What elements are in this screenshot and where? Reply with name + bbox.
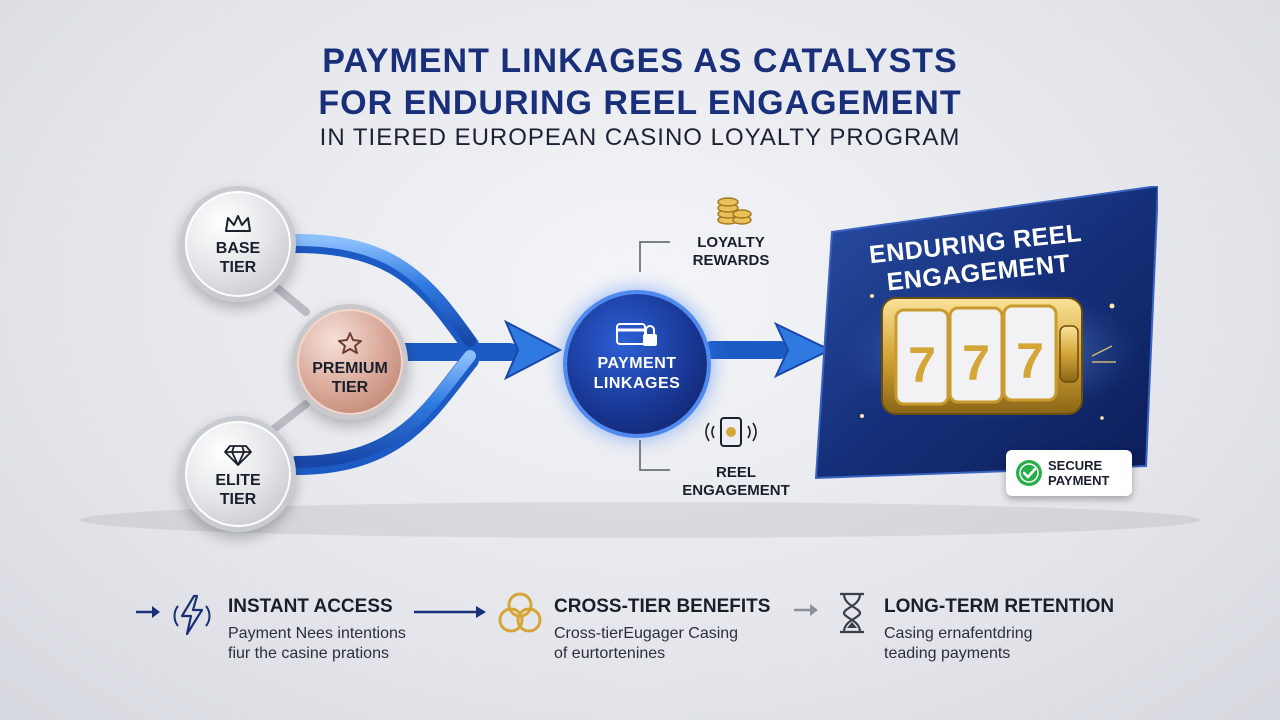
desc-line1: Cross-tierEugager Casing (554, 625, 739, 642)
tier-label-line1: BASE (215, 240, 261, 257)
payment-linkages-hub: PAYMENT LINKAGES (567, 294, 707, 434)
feature-desc-instant-access: Payment Nees intentions fiur the casine … (228, 624, 448, 664)
badge-line1: SECURE (1048, 458, 1103, 473)
desc-line2: fiur the casine prations (228, 645, 389, 662)
feature-desc-long-term-retention: Casing ernafentdring teading payments (884, 624, 1104, 664)
desc-line1: Payment Nees intentions (228, 625, 406, 642)
callout-line1: LOYALTY (697, 234, 765, 251)
reel-symbol: 7 (908, 337, 936, 393)
desc-line2: of eurtortenines (554, 645, 666, 662)
slot-reel-icon (705, 417, 757, 447)
badge-line2: PAYMENT (1048, 473, 1110, 488)
lightning-icon (173, 594, 211, 636)
tier-elite: ELITE TIER (180, 416, 296, 532)
check-badge-icon (1016, 460, 1042, 486)
tier-label-line2: TIER (219, 259, 257, 276)
slot-machine-reels (860, 294, 1116, 420)
feature-title-long-term-retention: LONG-TERM RETENTION (884, 596, 1115, 617)
card-lock-icon (616, 323, 657, 346)
desc-line2: teading payments (884, 645, 1011, 662)
secure-payment-badge: SECURE PAYMENT (1006, 450, 1132, 496)
arrow-head-to-hub (503, 319, 563, 381)
hourglass-icon (840, 592, 864, 634)
tier-premium: PREMIUM TIER (292, 304, 408, 420)
tier-label-line2: TIER (219, 491, 257, 508)
tier-label-line1: ELITE (215, 472, 261, 489)
tier-label-line1: PREMIUM (312, 360, 388, 377)
tier-base: BASE TIER (180, 186, 296, 302)
reel-symbol: 7 (1016, 333, 1044, 389)
linked-rings-icon (498, 592, 542, 633)
callout-line1: REEL (715, 464, 756, 481)
callout-loyalty-rewards: LOYALTY REWARDS (676, 234, 786, 270)
callout-line2: REWARDS (692, 252, 770, 269)
callout-brackets (639, 241, 670, 471)
subtitle: IN TIERED EUROPEAN CASINO LOYALTY PROGRA… (319, 124, 961, 151)
desc-line1: Casing ernafentdring (884, 625, 1033, 642)
title-line-2: FOR ENDURING REEL ENGAGEMENT (318, 84, 962, 122)
callout-reel-engagement: REEL ENGAGEMENT (664, 464, 808, 500)
hub-label-line2: LINKAGES (593, 375, 681, 392)
coins-icon (717, 197, 752, 225)
reel-symbol: 7 (962, 335, 990, 391)
tier-label-line2: TIER (331, 379, 369, 396)
feature-title-cross-tier-benefits: CROSS-TIER BENEFITS (554, 596, 771, 617)
floor-shadows (80, 502, 1200, 538)
crown-icon (225, 215, 251, 232)
card-panel (814, 184, 1160, 480)
hub-to-card-arrow (703, 321, 833, 379)
callout-line2: ENGAGEMENT (682, 482, 790, 499)
star-icon (338, 332, 362, 354)
title-line-1: PAYMENT LINKAGES AS CATALYSTS (322, 42, 958, 80)
feature-title-instant-access: INSTANT ACCESS (228, 596, 393, 617)
hub-label-line1: PAYMENT (597, 355, 677, 372)
feature-desc-cross-tier-benefits: Cross-tierEugager Casing of eurtortenine… (554, 624, 774, 664)
secure-payment-label: SECURE PAYMENT (1048, 458, 1109, 488)
diamond-icon (224, 445, 252, 466)
engagement-card (812, 184, 1160, 486)
